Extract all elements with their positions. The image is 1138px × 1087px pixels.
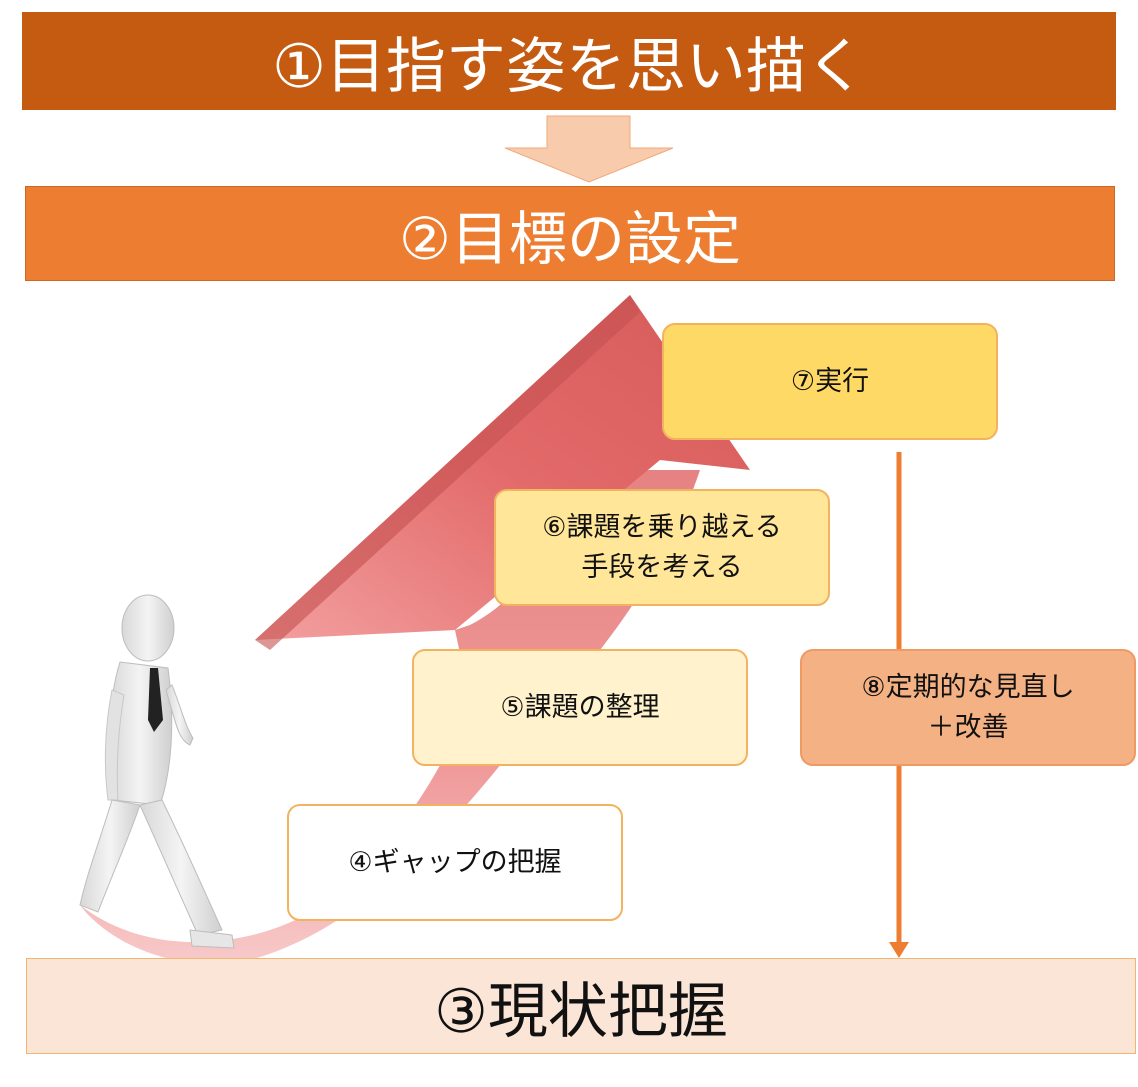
step1-label: ①目指す姿を思い描く bbox=[272, 31, 866, 102]
step6-label: ⑥課題を乗り越える 手段を考える bbox=[542, 511, 782, 583]
walking-person-graphic bbox=[79, 594, 235, 949]
step8-label: ⑧定期的な見直し ＋改善 bbox=[861, 671, 1075, 743]
step1-band: ①目指す姿を思い描く bbox=[22, 12, 1116, 110]
step4-label: ④ギャップの把握 bbox=[348, 846, 562, 878]
step2-band: ②目標の設定 bbox=[25, 186, 1115, 281]
step7-box: ⑦実行 bbox=[662, 323, 998, 440]
step6-box: ⑥課題を乗り越える 手段を考える bbox=[494, 489, 830, 606]
step2-label: ②目標の設定 bbox=[399, 204, 741, 273]
step7-label: ⑦実行 bbox=[790, 365, 870, 397]
step4-box: ④ギャップの把握 bbox=[287, 804, 623, 921]
step8-box: ⑧定期的な見直し ＋改善 bbox=[800, 649, 1136, 766]
step3-label: ③現状把握 bbox=[434, 976, 728, 1047]
step5-label: ⑤課題の整理 bbox=[500, 691, 660, 723]
step3-band: ③現状把握 bbox=[26, 958, 1136, 1054]
step5-box: ⑤課題の整理 bbox=[412, 649, 748, 766]
